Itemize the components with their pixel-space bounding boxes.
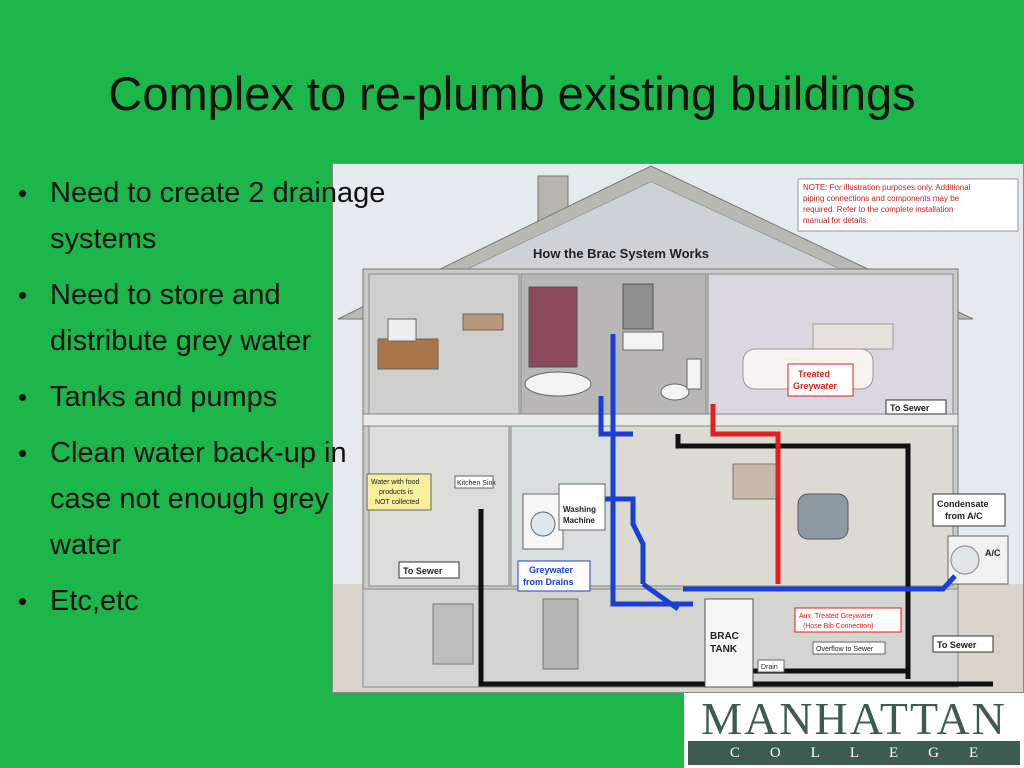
treated-greywater-label: Treated <box>798 369 830 379</box>
condensate-label: Condensate <box>937 499 989 509</box>
drain-label: Drain <box>761 664 778 671</box>
washing-machine-label: Washing <box>563 505 596 514</box>
bullet-dot-icon: • <box>18 586 28 616</box>
diagram-note-line: manual for details. <box>803 216 868 225</box>
logo-subtitle: COLLEGE <box>688 741 1020 765</box>
bullet-item: • Tanks and pumps <box>18 374 398 420</box>
bullet-text: Etc,etc <box>50 585 139 617</box>
diagram-heading: How the Brac System Works <box>533 246 709 261</box>
bullet-item: • Etc,etc <box>18 578 398 624</box>
bullet-text: Need to store and distribute grey water <box>50 279 312 357</box>
bullet-text: Need to create 2 drainage systems <box>50 177 386 255</box>
bullet-dot-icon: • <box>18 280 28 310</box>
slide-title: Complex to re-plumb existing buildings <box>108 67 916 120</box>
house-cutaway-illustration: NOTE: For illustration purposes only. Ad… <box>333 164 1023 692</box>
bullet-dot-icon: • <box>18 382 28 412</box>
condensate-label: from A/C <box>945 511 983 521</box>
manhattan-college-logo: MANHATTAN COLLEGE <box>684 693 1024 768</box>
brac-tank-icon <box>704 598 754 688</box>
bullet-text: Clean water back-up in case not enough g… <box>50 437 347 561</box>
bullet-item: • Need to store and distribute grey water <box>18 272 398 364</box>
brac-system-diagram: NOTE: For illustration purposes only. Ad… <box>332 163 1024 693</box>
logo-name: MANHATTAN <box>701 693 1007 744</box>
diagram-note-line: piping connections and components may be <box>803 194 960 203</box>
living-room <box>612 425 954 587</box>
ac-label: A/C <box>985 548 1001 558</box>
to-sewer-label: To Sewer <box>937 640 977 650</box>
food-note-label: Water with food <box>371 479 419 486</box>
treated-greywater-label: Greywater <box>793 381 838 391</box>
to-sewer-label: To Sewer <box>403 566 443 576</box>
bullet-item: • Clean water back-up in case not enough … <box>18 430 398 568</box>
treated-greywater-pipes <box>710 404 781 584</box>
bullet-dot-icon: • <box>18 438 28 468</box>
greywater-drains-label: Greywater <box>529 565 574 575</box>
diagram-note-line: required. Refer to the complete installa… <box>803 205 953 214</box>
aux-greywater-label: (Hose Bib Connection) <box>803 623 873 630</box>
diagram-note-line: NOTE: For illustration purposes only. Ad… <box>803 183 971 192</box>
brac-tank-label: BRAC <box>710 631 739 642</box>
bullet-item: • Need to create 2 drainage systems <box>18 170 398 262</box>
food-note-label: products is <box>379 489 413 496</box>
bullet-dot-icon: • <box>18 178 28 208</box>
bullet-list: • Need to create 2 drainage systems • Need… <box>18 170 398 634</box>
greywater-drains-label: from Drains <box>523 577 574 587</box>
washing-machine-label: Machine <box>563 516 596 525</box>
kitchen-sink-label: Kitchen Sink <box>457 480 496 487</box>
bullet-text: Tanks and pumps <box>50 381 278 413</box>
aux-greywater-label: Aux. Treated Greywater <box>799 613 874 620</box>
to-sewer-label: To Sewer <box>890 403 930 413</box>
food-note-label: NOT collected <box>375 499 419 506</box>
overflow-label: Overflow to Sewer <box>816 646 874 653</box>
brac-tank-label: TANK <box>710 644 738 655</box>
greywater-pipes <box>598 334 957 612</box>
